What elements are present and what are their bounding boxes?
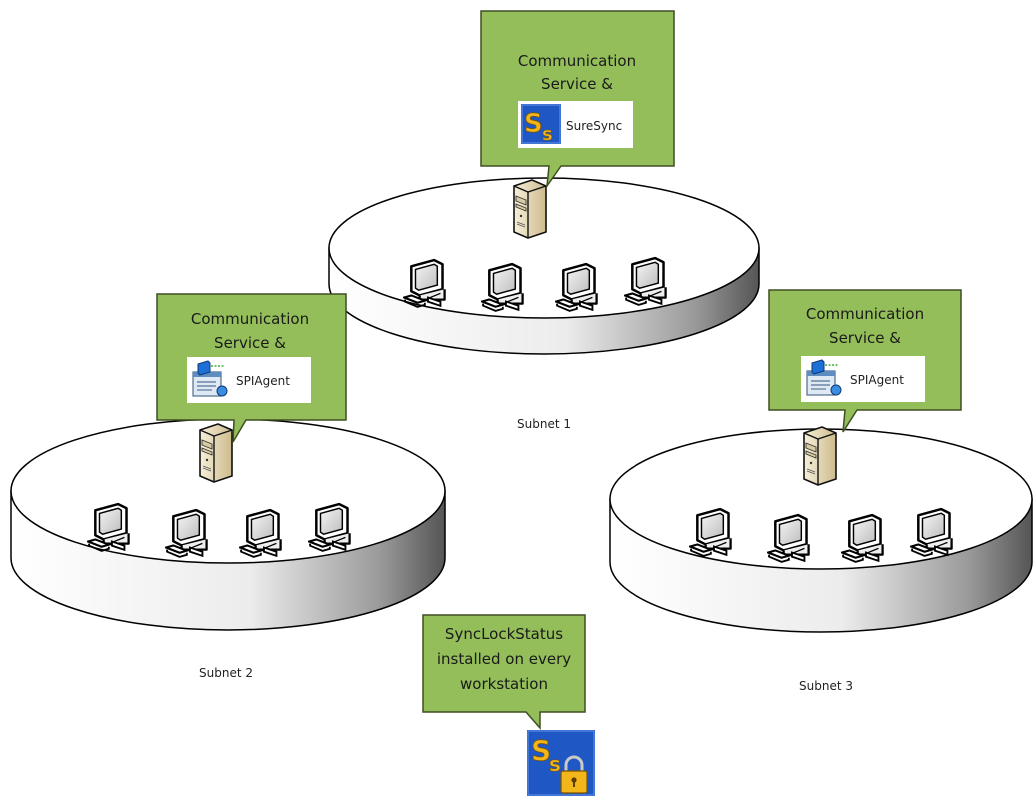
spiagent-logo: SPIAgent (187, 357, 311, 403)
spiagent-logo-text: SPIAgent (236, 374, 290, 388)
callout-subnet-1-line2: Service & (541, 75, 613, 93)
workstation-computer-icon (481, 262, 524, 313)
workstation-computer-icon (403, 258, 446, 309)
server-tower-icon (513, 179, 547, 239)
server-tower-icon (199, 423, 233, 483)
callout-subnet-2: Communication Service & SPIAgent (156, 293, 347, 443)
workstation-computer-icon (239, 508, 282, 559)
suresync-logo-icon (521, 104, 561, 144)
subnet-1-label: Subnet 1 (517, 417, 571, 431)
workstation-computer-icon (555, 262, 598, 313)
callout-subnet-2-line1: Communication (191, 310, 309, 328)
callout-subnet-1-line1: Communication (518, 52, 636, 70)
callout-subnet-1: Communication Service & SureSync (480, 10, 675, 189)
suresync-logo: SureSync (518, 101, 633, 148)
subnet-3: Subnet 3 (609, 426, 1033, 693)
workstation-computer-icon (165, 508, 208, 559)
callout-synclock-line2: installed on every (437, 650, 571, 668)
workstation-computer-icon (87, 502, 130, 553)
callout-subnet-2-line2: Service & (214, 334, 286, 352)
suresync-logo-text: SureSync (566, 119, 622, 133)
svg-text:S: S (531, 734, 551, 767)
workstation-computer-icon (841, 513, 884, 564)
spiagent-logo-text: SPIAgent (850, 373, 904, 387)
synclockstatus-lock-icon: S s (527, 730, 595, 796)
subnet-2-label: Subnet 2 (199, 666, 253, 680)
subnet-3-label: Subnet 3 (799, 679, 853, 693)
workstation-computer-icon (624, 256, 667, 307)
callout-subnet-3-line1: Communication (806, 305, 924, 323)
callout-synclock-line1: SyncLockStatus (445, 625, 563, 643)
subnet-1: Subnet 1 (328, 177, 760, 431)
callout-subnet-3: Communication Service & SPIAgent (768, 289, 962, 433)
svg-text:s: s (549, 752, 561, 776)
callout-synclock-line3: workstation (460, 675, 548, 693)
callout-subnet-3-line2: Service & (829, 329, 901, 347)
workstation-computer-icon (308, 502, 351, 553)
workstation-computer-icon (689, 507, 732, 558)
server-tower-icon (803, 426, 837, 486)
workstation-computer-icon (910, 507, 953, 558)
workstation-computer-icon (767, 513, 810, 564)
callout-synclockstatus: SyncLockStatus installed on every workst… (422, 614, 586, 730)
spiagent-logo: SPIAgent (801, 356, 925, 402)
subnet-2: Subnet 2 (10, 418, 446, 680)
